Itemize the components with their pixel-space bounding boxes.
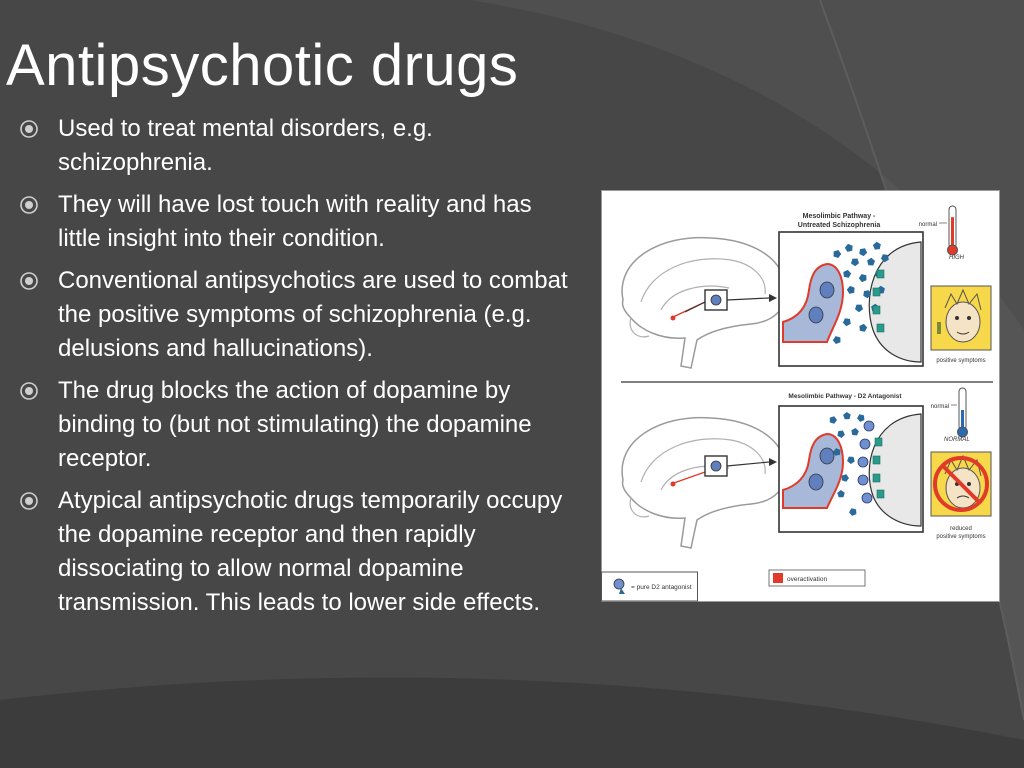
bullet-item: The drug blocks the action of dopamine b…	[18, 374, 578, 476]
dopamine-molecule	[847, 456, 855, 464]
dopamine-molecule	[842, 318, 851, 327]
bullet-list: Used to treat mental disorders, e.g. sch…	[18, 112, 578, 628]
bottom-panel-title: Mesolimbic Pathway - D2 Antagonist	[788, 393, 902, 400]
dopamine-molecule	[832, 336, 841, 344]
antagonist-molecule	[859, 438, 871, 450]
antagonist-molecule	[863, 420, 875, 432]
dopamine-molecule	[858, 274, 867, 283]
dopamine-molecule	[851, 258, 859, 267]
thermometer-top-level: HIGH	[949, 255, 965, 261]
overactivation-swatch	[773, 573, 783, 583]
dopamine-receptor	[876, 323, 885, 333]
antagonist-molecule	[861, 492, 873, 504]
figure-drawing: Mesolimbic Pathway - Untreated Schizophr…	[601, 190, 1000, 602]
brain-sagittal-outline	[621, 236, 787, 369]
legend-overactivation-label: overactivation	[787, 576, 827, 583]
top-panel-title-line1: Mesolimbic Pathway -	[803, 213, 876, 220]
dopamine-molecule	[843, 269, 852, 278]
dopamine-molecule	[833, 250, 842, 258]
dopamine-molecule	[837, 490, 845, 498]
dopamine-receptor	[872, 455, 881, 465]
antagonist-molecule	[857, 456, 869, 468]
thermometer-top-normal-label: normal	[919, 222, 937, 228]
face-bottom-caption-line1: reduced	[950, 526, 972, 532]
thermometer-bottom-level: NORMAL	[944, 437, 970, 443]
dopamine-receptor	[876, 489, 885, 499]
thermometer-bottom: normal NORMAL	[931, 387, 970, 443]
dopamine-receptor	[876, 269, 885, 279]
top-panel-title-line2: Untreated Schizophrenia	[798, 222, 881, 229]
antagonist-legend-icon	[613, 578, 625, 594]
brain-sagittal-outline	[621, 416, 787, 549]
dopamine-molecule	[837, 430, 845, 438]
dopamine-molecule	[859, 248, 868, 257]
face-bottom-caption-line2: positive symptoms	[936, 534, 985, 540]
circled-dot-icon	[20, 196, 38, 214]
antagonist-molecule	[857, 474, 869, 486]
face-top-caption: positive symptoms	[936, 358, 985, 364]
antagonist-molecules	[857, 420, 875, 504]
thermometer-bottom-normal-label: normal	[931, 404, 949, 410]
dopamine-molecule	[867, 257, 875, 266]
slide-title: Antipsychotic drugs	[6, 33, 519, 98]
dopamine-receptor	[872, 473, 881, 483]
dopamine-molecule	[857, 414, 865, 422]
dopamine-receptor	[872, 305, 881, 315]
circled-dot-icon	[20, 272, 38, 290]
bullet-item: Used to treat mental disorders, e.g. sch…	[18, 112, 578, 180]
thermometer-top: normal HIGH	[919, 205, 965, 261]
dopamine-molecule	[844, 243, 853, 252]
dopamine-receptors-top	[872, 269, 885, 333]
circled-dot-icon	[20, 492, 38, 510]
no-symbol-icon	[933, 456, 989, 512]
bullet-item: They will have lost touch with reality a…	[18, 188, 578, 256]
dopamine-receptor	[872, 287, 881, 297]
bullet-text: The drug blocks the action of dopamine b…	[58, 377, 532, 472]
dopamine-molecule	[833, 448, 841, 456]
figure-legend: = pure D2 antagonist overactivation	[601, 569, 866, 602]
dopamine-molecule	[846, 285, 855, 294]
dopamine-receptor	[874, 437, 883, 447]
bullet-text: They will have lost touch with reality a…	[58, 191, 532, 252]
dopamine-molecule	[841, 474, 849, 482]
dopamine-molecules-bottom	[829, 412, 865, 516]
bullet-text: Atypical antipsychotic drugs temporarily…	[58, 487, 563, 616]
circled-dot-icon	[20, 120, 38, 138]
mesolimbic-pathway-figure: Mesolimbic Pathway - Untreated Schizophr…	[601, 190, 1000, 602]
bullet-item: Conventional antipsychotics are used to …	[18, 264, 578, 366]
dopamine-molecule	[851, 428, 859, 436]
dopamine-molecule	[859, 323, 868, 332]
dopamine-molecule	[855, 304, 863, 313]
dopamine-receptors-bottom	[872, 437, 885, 499]
circled-dot-icon	[20, 382, 38, 400]
dopamine-molecule	[863, 290, 872, 299]
dopamine-molecule	[829, 416, 837, 424]
bullet-item: Atypical antipsychotic drugs temporarily…	[18, 484, 578, 620]
legend-antagonist-label: = pure D2 antagonist	[631, 584, 692, 591]
bullet-text: Used to treat mental disorders, e.g. sch…	[58, 115, 433, 176]
patient-face-top: positive symptoms	[930, 285, 992, 364]
patient-face-bottom: reduced positive symptoms	[930, 451, 992, 540]
dopamine-molecule	[880, 254, 889, 263]
dopamine-molecule	[849, 508, 857, 516]
bullet-text: Conventional antipsychotics are used to …	[58, 267, 568, 362]
dopamine-molecule	[872, 241, 881, 250]
dopamine-molecule	[843, 412, 851, 420]
